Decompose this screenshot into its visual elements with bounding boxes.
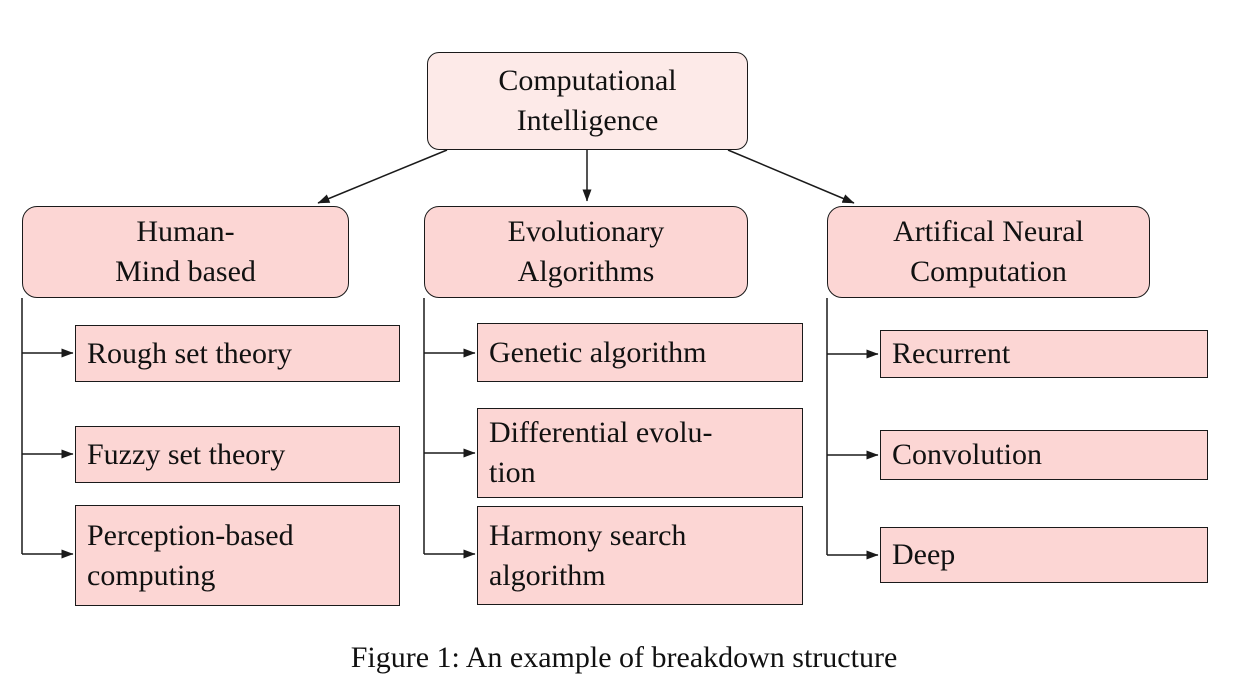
node-fuzzy-set-theory: Fuzzy set theory [75, 426, 400, 483]
node-evolutionary-algorithms: Evolutionary Algorithms [424, 206, 748, 298]
edge-root-to-branch-left [317, 149, 448, 204]
node-perception-based-computing: Perception-based computing [75, 505, 400, 606]
edge-root-to-branch-right [727, 149, 855, 204]
node-artifical-neural-computation: Artifical Neural Computation [827, 206, 1150, 298]
node-computational-intelligence: Computational Intelligence [427, 52, 748, 150]
node-recurrent: Recurrent [880, 330, 1208, 378]
node-differential-evolution: Differential evolu- tion [477, 408, 803, 498]
node-harmony-search-algorithm: Harmony search algorithm [477, 506, 803, 605]
node-deep: Deep [880, 527, 1208, 583]
node-rough-set-theory: Rough set theory [75, 325, 400, 382]
figure-caption: Figure 1: An example of breakdown struct… [350, 641, 898, 674]
node-human-mind-based: Human- Mind based [22, 206, 349, 298]
node-genetic-algorithm: Genetic algorithm [477, 323, 803, 382]
node-convolution: Convolution [880, 430, 1208, 480]
